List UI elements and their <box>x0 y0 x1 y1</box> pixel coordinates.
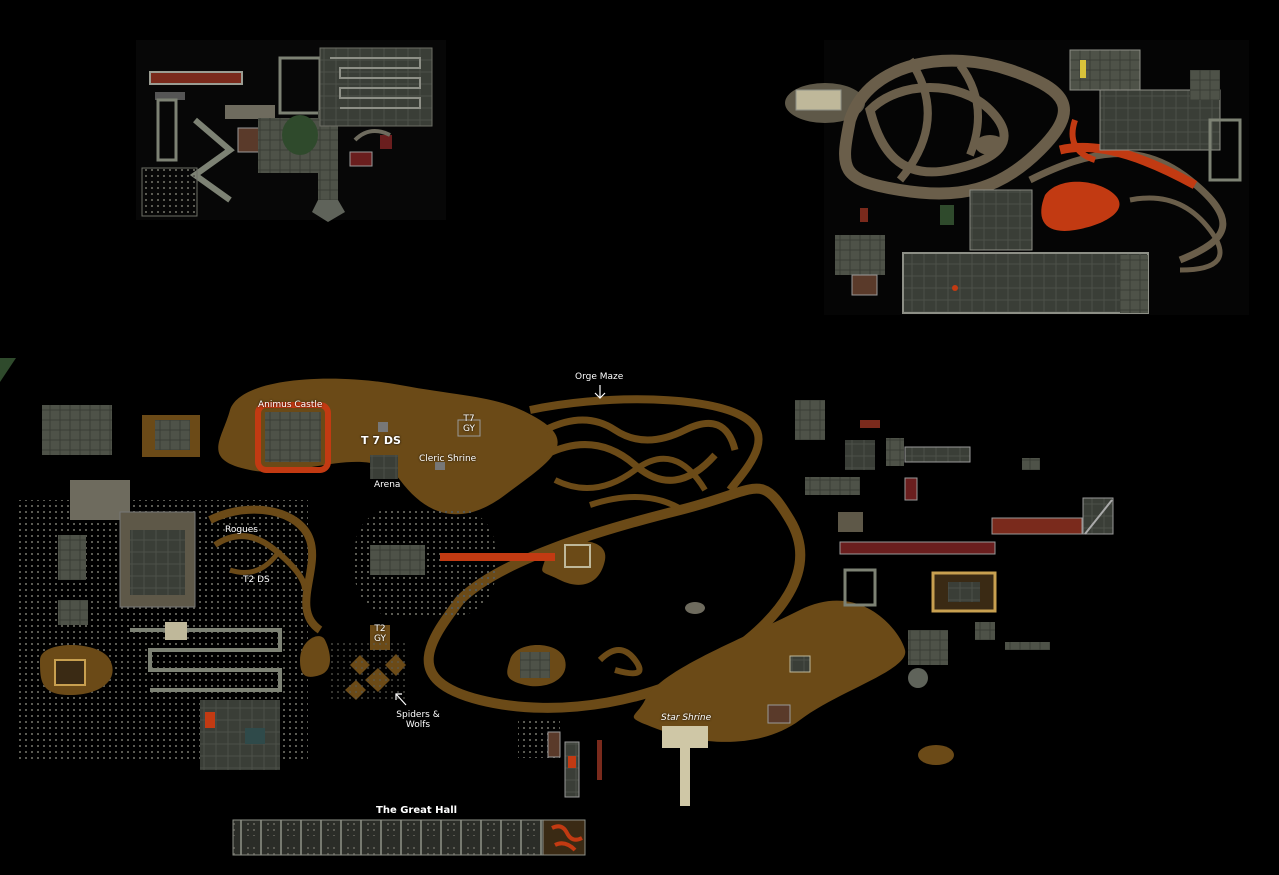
label-t2-gy-line1: T2 <box>374 624 386 634</box>
orge-maze-arrow <box>594 385 606 399</box>
east-dungeons <box>795 400 1114 688</box>
label-cleric-shrine: Cleric Shrine <box>419 454 477 464</box>
northeast-caves <box>785 40 1249 315</box>
label-animus-castle: Animus Castle <box>258 400 323 410</box>
spiders-wolfs-arrow <box>395 693 407 706</box>
great-hall-structure <box>232 718 602 856</box>
label-spiders-wolfs-line1: Spiders & <box>396 710 440 720</box>
label-spiders-wolfs: Spiders & Wolfs <box>390 710 446 730</box>
label-star-shrine: Star Shrine <box>661 713 712 723</box>
label-t2-ds: T2 DS <box>243 575 270 585</box>
label-great-hall: The Great Hall <box>376 805 458 816</box>
label-t2-gy-line2: GY <box>373 634 387 644</box>
label-orge-maze: Orge Maze <box>575 372 624 382</box>
left-edge-marker <box>0 358 16 382</box>
label-t7-gy: T7 GY <box>462 414 476 434</box>
northwest-dungeon <box>136 40 446 222</box>
central-landmass <box>208 378 954 806</box>
label-t2-gy: T2 GY <box>373 624 387 644</box>
label-t7-gy-line1: T7 <box>463 414 475 424</box>
label-rogues: Rogues <box>225 525 258 535</box>
label-t7-ds: T 7 DS <box>361 434 401 447</box>
label-t7-gy-line2: GY <box>462 424 476 434</box>
label-spiders-wolfs-line2: Wolfs <box>405 720 431 730</box>
label-arena: Arena <box>374 480 401 490</box>
